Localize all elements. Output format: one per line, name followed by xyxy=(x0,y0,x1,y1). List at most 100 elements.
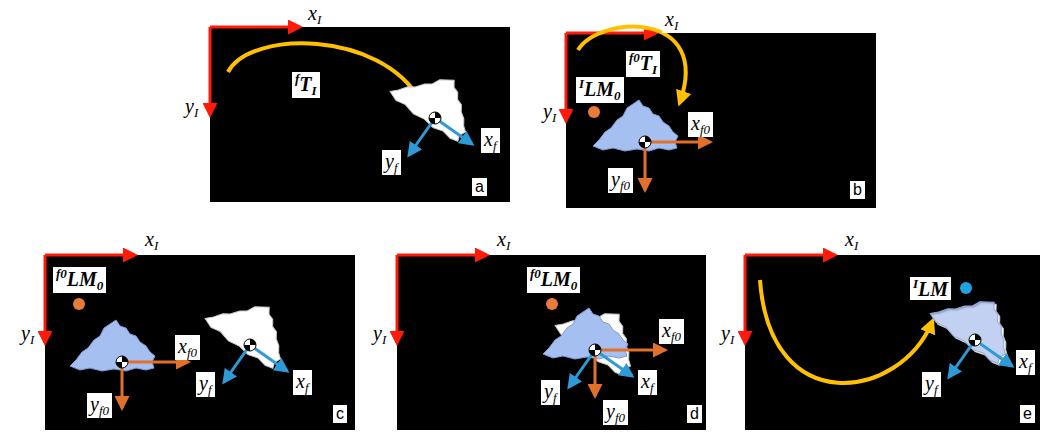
origin-marker xyxy=(639,136,651,148)
symbol: x xyxy=(484,128,493,150)
symbol: a xyxy=(475,178,484,195)
subscript: I xyxy=(154,238,158,253)
symbol: y xyxy=(199,372,208,394)
subscript: f xyxy=(934,382,938,397)
frame-symbol: xf0 xyxy=(688,112,713,137)
subscript: f0 xyxy=(671,329,681,344)
frame-symbol: yf0 xyxy=(87,393,112,418)
image-panel: fTIxfyfa xyxy=(210,27,510,202)
transform-arrow xyxy=(578,27,686,102)
feature-axes xyxy=(949,340,1012,377)
subscript: f0 xyxy=(620,178,630,193)
symbol: LM xyxy=(541,268,571,290)
panel-letter: e xyxy=(1020,405,1035,423)
axis-label: xI xyxy=(305,2,324,27)
image-axes xyxy=(45,27,835,343)
symbol: x xyxy=(641,370,650,392)
symbol: x xyxy=(845,228,854,250)
symbol: x xyxy=(296,370,305,392)
axis-label: xI xyxy=(494,228,513,253)
symbol: x xyxy=(308,2,317,24)
axis-label: xI xyxy=(842,228,861,253)
symbol: y xyxy=(385,150,394,172)
origin-marker xyxy=(244,339,256,351)
subscript: I xyxy=(30,332,34,347)
feature-axes xyxy=(645,142,710,190)
frame-symbol: yf xyxy=(541,380,560,405)
feature-axes xyxy=(409,118,472,155)
symbol: y xyxy=(606,400,615,422)
frame-symbol: yf0 xyxy=(608,168,633,193)
symbol: y xyxy=(185,95,194,117)
symbol: y xyxy=(21,322,30,344)
frame-symbol: xf0 xyxy=(175,335,200,360)
frame-symbol: yf xyxy=(922,372,941,397)
subscript: I xyxy=(552,110,556,125)
subscript: I xyxy=(652,62,657,77)
subscript: f xyxy=(1028,360,1032,375)
subscript: f0 xyxy=(615,410,625,425)
feature-axes xyxy=(122,362,188,408)
superscript: f0 xyxy=(629,50,640,65)
feature-axes xyxy=(595,350,665,396)
frame-symbol: yf xyxy=(382,150,401,175)
image-panel: f0LM0xf0yf0yfxfc xyxy=(45,255,355,430)
origin-marker xyxy=(969,334,981,346)
panel-letter: b xyxy=(850,181,865,199)
feature-axes xyxy=(224,345,287,382)
transform-arrow xyxy=(760,280,932,383)
symbol: y xyxy=(373,322,382,344)
subscript: f xyxy=(650,380,654,395)
symbol: x xyxy=(145,228,154,250)
landmark-dot xyxy=(960,282,972,294)
axis-label: xI xyxy=(142,228,161,253)
symbol: LM xyxy=(584,78,614,100)
superscript: f0 xyxy=(56,266,67,281)
feature-blob xyxy=(387,54,486,145)
subscript: f xyxy=(305,380,309,395)
frame-symbol: f0LM0 xyxy=(53,267,106,293)
frame-symbol: fTI xyxy=(292,72,320,98)
symbol: d xyxy=(690,405,699,422)
subscript: f xyxy=(553,390,557,405)
symbol: y xyxy=(543,100,552,122)
subscript: I xyxy=(674,18,678,33)
subscript: f xyxy=(394,160,398,175)
symbol: x xyxy=(497,228,506,250)
symbol: x xyxy=(665,8,674,30)
axis-label: yI xyxy=(18,322,37,347)
symbol: x xyxy=(691,112,700,134)
panel-letter: a xyxy=(472,178,487,196)
subscript: I xyxy=(506,238,510,253)
axis-label: yI xyxy=(540,100,559,125)
subscript: 0 xyxy=(614,88,621,103)
subscript: I xyxy=(312,83,317,98)
symbol: y xyxy=(611,168,620,190)
image-panel-ground xyxy=(745,255,1040,430)
subscript: f xyxy=(208,382,212,397)
panel-letter: c xyxy=(333,405,347,423)
image-panel-ground xyxy=(45,255,355,430)
frame-symbol: ILM xyxy=(910,277,951,300)
subscript: f0 xyxy=(99,403,109,418)
image-panel-ground xyxy=(566,33,876,208)
image-panel: f0LM0xf0yf0yfxfd xyxy=(397,255,706,430)
image-panel: ILMyfxfe xyxy=(745,255,1040,430)
image-panel-ground xyxy=(397,255,706,430)
superscript: I xyxy=(579,76,584,91)
feature-axes xyxy=(569,350,632,387)
superscript: f0 xyxy=(530,266,541,281)
subscript: 0 xyxy=(97,278,104,293)
origin-marker xyxy=(429,112,441,124)
frame-symbol: yf xyxy=(196,372,215,397)
frame-symbol: xf xyxy=(481,128,500,153)
superscript: I xyxy=(913,276,918,291)
symbol: y xyxy=(544,380,553,402)
subscript: 0 xyxy=(571,278,578,293)
origin-marker xyxy=(589,344,601,356)
panel-letter: d xyxy=(687,405,702,423)
symbol: y xyxy=(925,372,934,394)
frame-symbol: yf0 xyxy=(603,400,628,425)
frame-symbol: f0LM0 xyxy=(527,267,580,293)
symbol: e xyxy=(1023,405,1032,422)
